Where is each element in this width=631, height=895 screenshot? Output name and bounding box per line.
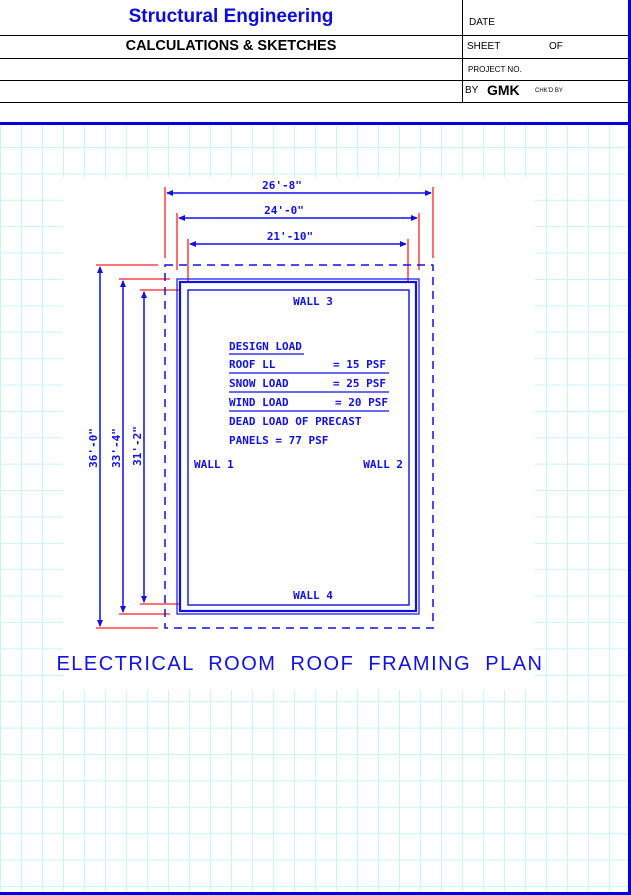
wall-middle-line: [178, 280, 418, 613]
date-label: DATE: [469, 17, 495, 28]
page-title: Structural Engineering: [128, 6, 334, 27]
roof-ll-label: ROOF LL: [229, 358, 276, 371]
extension-lines-left: [96, 264, 181, 629]
wall-outer-line: [176, 278, 420, 615]
dimension-arrows-top: [166, 190, 432, 247]
by-label: BY: [465, 85, 479, 96]
wall-1-label: WALL 1: [194, 458, 234, 471]
header-divider: [0, 80, 628, 81]
dimension-overall-width: 26'-8": [262, 179, 302, 192]
snow-load-value: = 25 PSF: [333, 377, 386, 390]
wall-2-label: WALL 2: [363, 458, 403, 471]
roof-overhang-outline: [164, 264, 434, 629]
of-label: OF: [549, 41, 563, 52]
page-subtitle: CALCULATIONS & SKETCHES: [125, 38, 337, 54]
page-right-border: [628, 0, 631, 895]
extension-lines-top: [164, 187, 434, 282]
header-divider: [0, 58, 628, 59]
snow-load-label: SNOW LOAD: [229, 377, 289, 390]
dimension-lines-top: [167, 192, 431, 245]
wind-load-label: WIND LOAD: [229, 396, 289, 409]
by-value: GMK: [487, 82, 520, 98]
header-column-divider: [462, 0, 463, 102]
dimension-lines-left: [99, 267, 145, 626]
dimension-inner-width: 21'-10": [267, 230, 313, 243]
page-bottom-border: [0, 892, 631, 895]
dimension-wall-width: 24'-0": [264, 204, 304, 217]
dimension-wall-length: 33'-4": [110, 428, 123, 468]
dimension-overall-length: 36'-0": [87, 428, 100, 468]
checked-by-label: CHK'D BY: [535, 88, 563, 94]
dead-load-line-2: PANELS = 77 PSF: [229, 434, 328, 447]
drawing-caption: ELECTRICAL ROOM ROOF FRAMING PLAN: [56, 653, 543, 675]
wall-inner-line: [187, 289, 410, 606]
roof-ll-value: = 15 PSF: [333, 358, 386, 371]
design-load-heading: DESIGN LOAD: [229, 340, 302, 353]
header-bottom-border: [0, 122, 631, 125]
dead-load-line-1: DEAD LOAD OF PRECAST: [229, 415, 362, 428]
header-divider: [0, 102, 628, 103]
dimension-arrows-left: [97, 266, 147, 627]
wall-3-label: WALL 3: [293, 295, 333, 308]
project-no-label: PROJECT NO.: [468, 65, 522, 74]
wind-load-value: = 20 PSF: [335, 396, 388, 409]
dimension-inner-length: 31'-2": [131, 426, 144, 466]
sheet-label: SHEET: [467, 41, 501, 52]
wall-4-label: WALL 4: [293, 589, 333, 602]
header-divider: [0, 35, 628, 36]
